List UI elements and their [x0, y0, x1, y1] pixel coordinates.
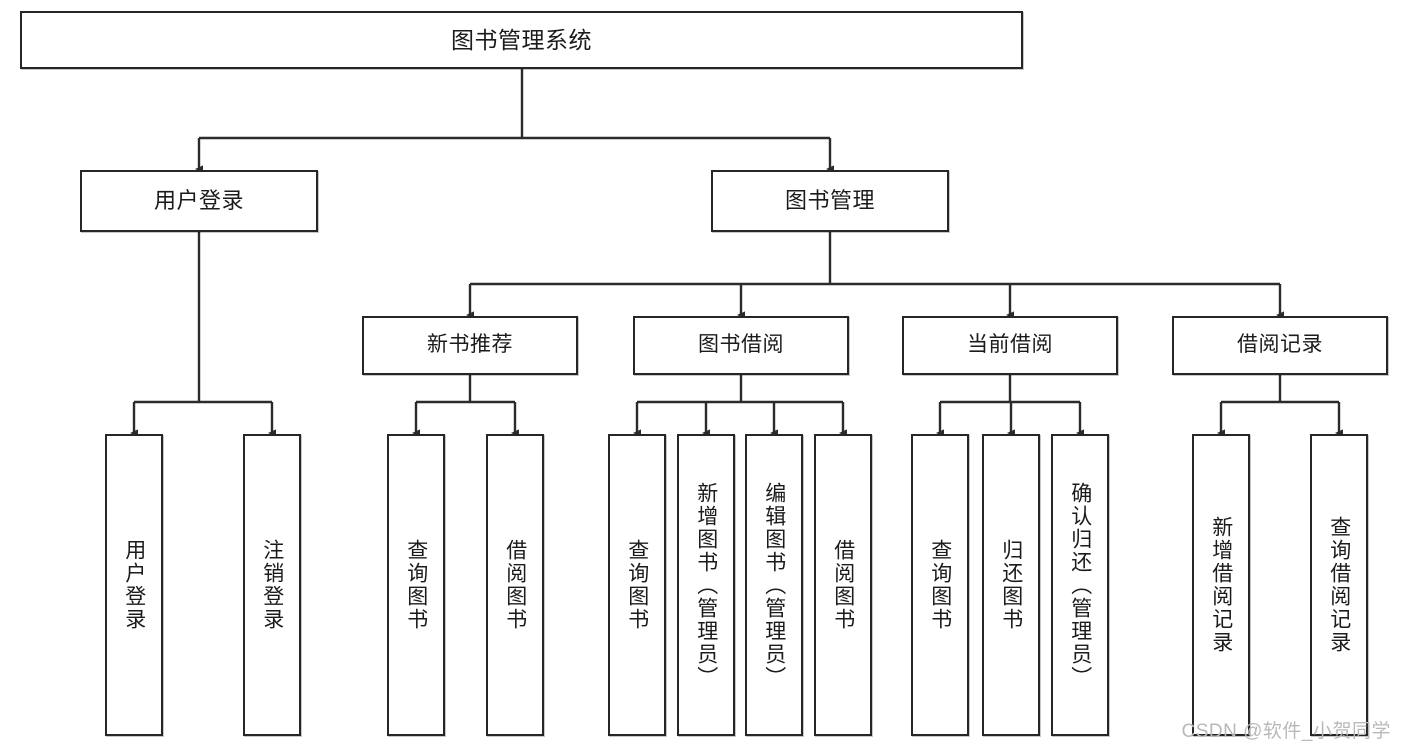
node-label-leaf-queryrecord: 查询借阅记录	[1327, 516, 1351, 654]
node-leaf-userlogin[interactable]: 用户登录	[105, 434, 163, 736]
node-leaf-query3[interactable]: 查询图书	[911, 434, 969, 736]
node-leaf-addrecord[interactable]: 新增借阅记录	[1192, 434, 1250, 736]
node-label-leaf-editbook: 编辑图书（管理员）	[762, 481, 786, 689]
node-l3-newbook[interactable]: 新书推荐	[362, 316, 578, 375]
node-label-l3-record: 借阅记录	[1237, 333, 1323, 357]
node-label-leaf-logout: 注销登录	[260, 539, 284, 631]
node-leaf-editbook[interactable]: 编辑图书（管理员）	[745, 434, 803, 736]
node-label-leaf-query2: 查询图书	[625, 539, 649, 631]
node-label-leaf-query1: 查询图书	[404, 539, 428, 631]
node-label-l3-current: 当前借阅	[967, 333, 1053, 357]
node-l2-login[interactable]: 用户登录	[80, 170, 318, 232]
node-label-leaf-confirm: 确认归还（管理员）	[1068, 481, 1092, 689]
node-label-l3-newbook: 新书推荐	[427, 333, 513, 357]
node-label-leaf-addbook: 新增图书（管理员）	[694, 481, 718, 689]
node-leaf-return[interactable]: 归还图书	[982, 434, 1040, 736]
node-l3-current[interactable]: 当前借阅	[902, 316, 1118, 375]
node-label-leaf-borrow2: 借阅图书	[831, 539, 855, 631]
node-leaf-query1[interactable]: 查询图书	[387, 434, 445, 736]
node-leaf-borrow1[interactable]: 借阅图书	[486, 434, 544, 736]
node-label-l3-borrow: 图书借阅	[698, 333, 784, 357]
node-label-l2-login: 用户登录	[153, 188, 244, 214]
node-root[interactable]: 图书管理系统	[20, 11, 1023, 69]
node-l3-borrow[interactable]: 图书借阅	[633, 316, 849, 375]
node-leaf-query2[interactable]: 查询图书	[608, 434, 666, 736]
node-leaf-borrow2[interactable]: 借阅图书	[814, 434, 872, 736]
node-leaf-logout[interactable]: 注销登录	[243, 434, 301, 736]
node-l3-record[interactable]: 借阅记录	[1172, 316, 1388, 375]
node-leaf-confirm[interactable]: 确认归还（管理员）	[1051, 434, 1109, 736]
node-label-leaf-query3: 查询图书	[928, 539, 952, 631]
node-label-leaf-userlogin: 用户登录	[122, 539, 146, 631]
node-label-root: 图书管理系统	[451, 26, 592, 53]
node-label-leaf-return: 归还图书	[999, 539, 1023, 631]
node-label-leaf-borrow1: 借阅图书	[503, 539, 527, 631]
node-leaf-addbook[interactable]: 新增图书（管理员）	[677, 434, 735, 736]
node-label-l2-manage: 图书管理	[784, 188, 875, 214]
node-l2-manage[interactable]: 图书管理	[711, 170, 949, 232]
node-label-leaf-addrecord: 新增借阅记录	[1209, 516, 1233, 654]
node-leaf-queryrecord[interactable]: 查询借阅记录	[1310, 434, 1368, 736]
